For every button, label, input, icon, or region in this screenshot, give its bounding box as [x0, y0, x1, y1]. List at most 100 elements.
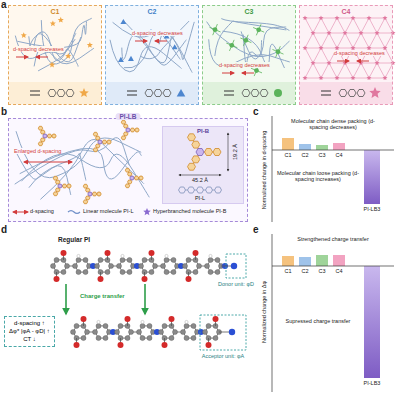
bar [333, 143, 345, 150]
network-line [377, 63, 385, 78]
carbon-atom [96, 323, 101, 328]
network-line [313, 33, 329, 34]
donor-box [226, 254, 246, 278]
ring-symbol [163, 90, 171, 97]
carbon-atom [153, 264, 158, 269]
polymer-chain [243, 35, 261, 64]
ring-symbol [154, 90, 162, 97]
crosslink-node [256, 27, 261, 32]
ring-symbol [125, 184, 129, 188]
ring-symbol [107, 140, 111, 144]
ring-symbol [128, 172, 132, 176]
y-axis [272, 116, 273, 222]
node-text: d-spacing decreases [334, 50, 385, 56]
carbon-atom [83, 270, 88, 275]
branch-star [335, 15, 340, 20]
equals-sign [321, 95, 331, 96]
branch-star [383, 15, 388, 20]
ring-symbol [56, 188, 61, 192]
ring-symbol [62, 184, 66, 188]
carbon-atom [164, 270, 169, 275]
branch-star [351, 15, 356, 20]
carbon-atom [93, 330, 98, 335]
text-label: C3 [318, 152, 325, 158]
ring-symbol [179, 187, 186, 193]
oxygen-atom [149, 250, 155, 256]
node-text: PI-LB [116, 113, 141, 120]
ring-symbol [41, 138, 46, 142]
transfer-arrow [144, 284, 146, 314]
branch-star [391, 30, 396, 35]
oxygen-atom [206, 342, 212, 348]
legend-sample [68, 211, 80, 214]
legend-sample [13, 212, 28, 213]
network-line [377, 63, 393, 64]
panel-ground [299, 5, 393, 105]
carbon-atom [161, 264, 166, 269]
carbon-atom [147, 323, 152, 328]
ring-symbol [188, 134, 196, 141]
network-line [305, 18, 313, 33]
network-line [369, 33, 377, 48]
ring-symbol [57, 90, 65, 97]
node-text: C4 [342, 8, 351, 16]
network-line [329, 63, 345, 64]
hydrogen-atom [121, 254, 124, 257]
network-line [337, 63, 345, 78]
oxygen-atom [142, 276, 148, 282]
ring-symbol [251, 90, 259, 97]
carbon-atom [164, 257, 169, 262]
nitrogen-atom [229, 329, 235, 335]
panel-ground [8, 118, 248, 222]
branch-star [303, 15, 308, 20]
triangle-unit [128, 56, 134, 61]
equals-sign [224, 91, 234, 92]
ring-symbol [188, 163, 196, 170]
ring-symbol [130, 128, 134, 132]
ring-symbol [83, 200, 87, 204]
carbon-atom [120, 257, 125, 262]
polymer-chain [29, 153, 86, 187]
d-spacing-arrow [337, 61, 349, 62]
panel-ground [105, 5, 199, 105]
branch-star [327, 30, 332, 35]
node-text: C2 [148, 8, 157, 16]
ring-symbol [192, 156, 200, 163]
text-label: C2 [301, 152, 308, 158]
panel-ground [8, 5, 102, 105]
d-spacing-arrow [135, 41, 147, 42]
axis-label: Normalized change in d-spacing [261, 131, 267, 210]
ring-symbol [43, 134, 47, 138]
ring-symbol [47, 134, 51, 138]
ring-symbol [339, 90, 347, 97]
oxygen-atom [118, 342, 124, 348]
ring-symbol [83, 184, 87, 188]
ring-symbol [58, 184, 62, 188]
network-line [353, 18, 361, 33]
ring-symbol [92, 192, 96, 196]
network-line [329, 18, 337, 33]
ring-symbol [121, 136, 125, 140]
ring-symbol [96, 136, 101, 140]
ring-symbol [53, 176, 57, 180]
ring-symbol [145, 90, 153, 97]
carbon-atom [147, 336, 152, 341]
ring-symbol [66, 90, 74, 97]
node-text: Δφ* |φA - φD| ↑ [9, 328, 50, 336]
equals-sign [30, 95, 40, 96]
network-line [305, 18, 321, 19]
d-spacing-arrow [242, 73, 254, 74]
text-label: Charge transfer [80, 293, 125, 300]
branch-star [351, 75, 356, 80]
carbon-atom [115, 330, 120, 335]
network-line [321, 18, 337, 19]
polymer-chain [21, 154, 149, 198]
carbon-atom [51, 264, 56, 269]
ring-symbol [205, 149, 213, 156]
ring-symbol [97, 192, 101, 196]
network-line [361, 18, 369, 33]
carbon-atom [117, 264, 122, 269]
ring-symbol [56, 180, 61, 184]
branch-star [21, 32, 27, 38]
